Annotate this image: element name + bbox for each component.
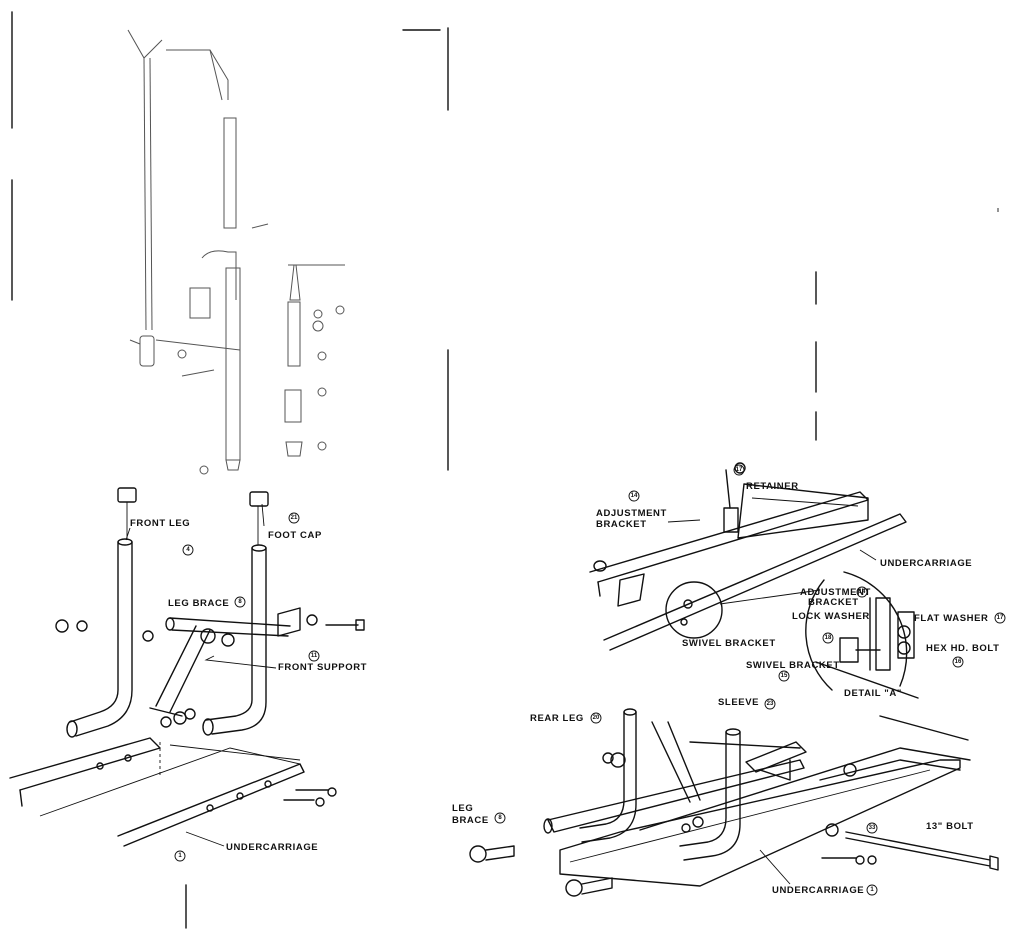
callout-undercarriage-bottom: 1 — [870, 887, 874, 893]
label-swivel-bracket-1: SWIVEL BRACKET — [682, 638, 776, 649]
label-undercarriage-left: UNDERCARRIAGE — [226, 842, 318, 853]
label-sleeve: SLEEVE — [718, 697, 759, 708]
callout-swivel-bracket: 15 — [781, 673, 788, 679]
label-leg: LEG — [452, 803, 473, 814]
label-undercarriage-right: UNDERCARRIAGE — [880, 558, 972, 569]
label-bracket-1: BRACKET — [596, 519, 647, 530]
label-front-support: FRONT SUPPORT — [278, 662, 367, 673]
callout-sleeve: 23 — [767, 701, 774, 707]
label-lock-washer: LOCK WASHER — [792, 611, 870, 622]
label-retainer: RETAINER — [746, 481, 799, 492]
callout-detail-adjustment: 14 — [859, 589, 866, 595]
callout-undercarriage: 1 — [178, 853, 182, 859]
label-flat-washer: FLAT WASHER — [914, 613, 989, 624]
label-detail-adjustment: ADJUSTMENT — [800, 587, 871, 598]
label-detail-a: DETAIL "A" — [844, 688, 902, 699]
scan-marks — [11, 11, 999, 929]
label-13-bolt: 13" BOLT — [926, 821, 974, 832]
label-brace: BRACE — [452, 815, 489, 826]
callout-leg-brace-left: 8 — [498, 815, 502, 821]
callout-rear-leg: 20 — [593, 715, 600, 721]
label-adjustment-1: ADJUSTMENT — [596, 508, 667, 519]
upper-left-exploded-view — [127, 29, 345, 475]
callout-foot-cap: 21 — [291, 515, 298, 521]
callout-front-support: 11 — [311, 653, 318, 659]
label-rear-leg: REAR LEG — [530, 713, 584, 724]
label-foot-cap: FOOT CAP — [268, 530, 322, 541]
callout-adjustment-bracket: 14 — [631, 493, 638, 499]
callout-retainer: 17 — [736, 467, 743, 473]
label-group: FRONT LEG FOOT CAP LEG BRACE FRONT SUPPO… — [125, 481, 1000, 896]
callout-lock-washer: 18 — [825, 635, 832, 641]
callout-13-bolt: 33 — [869, 825, 876, 831]
callout-flat-washer: 17 — [997, 615, 1004, 621]
foot-cap-right — [249, 491, 269, 507]
foot-cap-left — [117, 487, 137, 503]
label-leg-brace: LEG BRACE — [168, 598, 229, 609]
label-front-leg: FRONT LEG — [130, 518, 190, 529]
callout-hex-bolt: 16 — [955, 659, 962, 665]
label-hex-hd-bolt: HEX HD. BOLT — [926, 643, 1000, 654]
front-leg-assembly — [9, 487, 365, 847]
adjustment-bracket-assembly — [589, 462, 919, 699]
callout-leg-brace: 8 — [238, 599, 242, 605]
label-undercarriage-bottom: UNDERCARRIAGE — [772, 885, 864, 896]
callout-group: 4 21 8 11 1 17 14 14 18 17 16 15 20 23 8… — [174, 464, 1006, 896]
detail-circle — [665, 581, 723, 639]
rear-leg-assembly — [469, 708, 999, 897]
label-detail-bracket: BRACKET — [808, 597, 859, 608]
label-swivel-bracket-2: SWIVEL BRACKET — [746, 660, 840, 671]
callout-front-leg: 4 — [186, 547, 190, 553]
